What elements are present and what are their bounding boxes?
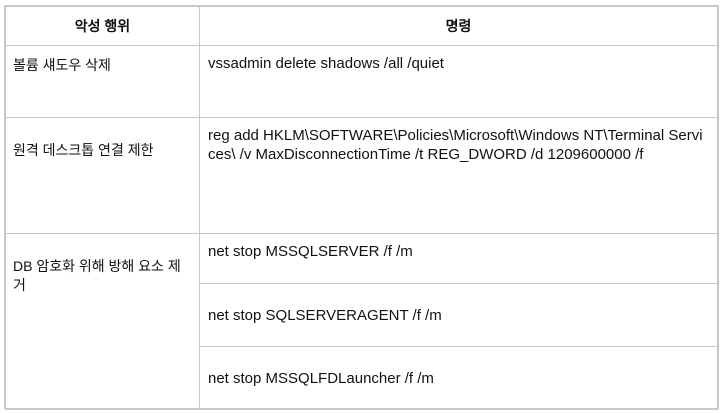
command-cell: vssadmin delete shadows /all /quiet xyxy=(199,45,718,118)
table-row: net stop MSSQLFDLauncher /f /m xyxy=(6,346,718,410)
table-row: DB 암호화 위해 방해 요소 제거 net stop MSSQLSERVER … xyxy=(5,233,718,410)
command-cell: reg add HKLM\SOFTWARE\Policies\Microsoft… xyxy=(199,117,718,234)
command-cell: net stop SQLSERVERAGENT /f /m xyxy=(199,283,718,347)
command-cell: net stop MSSQLSERVER /f /m xyxy=(199,233,718,284)
category-cell: 원격 데스크톱 연결 제한 xyxy=(5,117,200,234)
commands-table: 악성 행위 명령 볼륨 섀도우 삭제 vssadmin delete shado… xyxy=(5,6,718,410)
category-cell: DB 암호화 위해 방해 요소 제거 xyxy=(5,233,200,410)
table-header-row: 악성 행위 명령 xyxy=(5,6,718,46)
category-cell: 볼륨 섀도우 삭제 xyxy=(5,45,200,118)
header-malicious-behavior: 악성 행위 xyxy=(5,6,200,46)
header-command: 명령 xyxy=(199,6,718,46)
table-row: 원격 데스크톱 연결 제한 reg add HKLM\SOFTWARE\Poli… xyxy=(5,117,718,234)
table-row: net stop SQLSERVERAGENT /f /m xyxy=(6,283,718,347)
command-cell: net stop MSSQLFDLauncher /f /m xyxy=(199,346,718,410)
commands-table-container: 악성 행위 명령 볼륨 섀도우 삭제 vssadmin delete shado… xyxy=(4,5,719,410)
table-row: 볼륨 섀도우 삭제 vssadmin delete shadows /all /… xyxy=(5,45,718,118)
